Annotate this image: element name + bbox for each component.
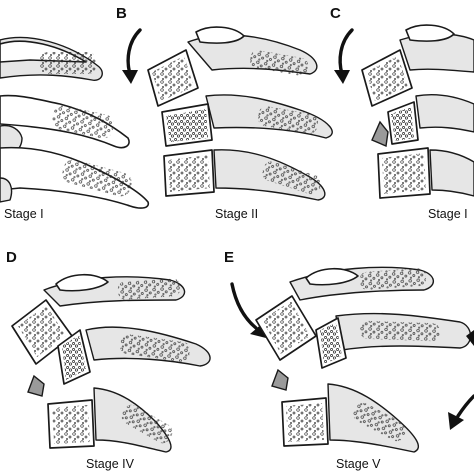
panel-letter-e: E (224, 249, 234, 266)
panel-d: D Stage IV (6, 249, 211, 471)
panel-e: E Stage V (224, 249, 474, 471)
panel-a: Stage I (0, 36, 150, 221)
stage-label-panel-e: Stage V (336, 457, 381, 471)
bone-fragment (27, 374, 45, 397)
arrowhead-icon (448, 412, 464, 430)
bone-fragment (371, 120, 389, 148)
arrowhead-icon (466, 330, 474, 346)
arrowhead-icon (122, 70, 138, 84)
bone-fragment (271, 368, 289, 391)
stage-label-panel-b: Stage II (215, 207, 258, 221)
stage-label-panel-a: Stage I (4, 207, 44, 221)
stage-label-panel-d: Stage IV (86, 457, 135, 471)
rotation-arrow-icon (338, 28, 354, 76)
stage-label-panel-c: Stage I (428, 207, 468, 221)
panel-b: B Stage II (116, 5, 333, 221)
rotation-arrow-icon (126, 28, 142, 76)
rotation-arrow-icon (456, 394, 474, 418)
arrowhead-icon (334, 70, 350, 84)
rotation-arrow-icon (230, 282, 258, 330)
panel-letter-c: C (330, 5, 341, 22)
panel-letter-b: B (116, 5, 127, 22)
panel-letter-d: D (6, 249, 17, 266)
panel-c: C Stage I (330, 5, 474, 221)
